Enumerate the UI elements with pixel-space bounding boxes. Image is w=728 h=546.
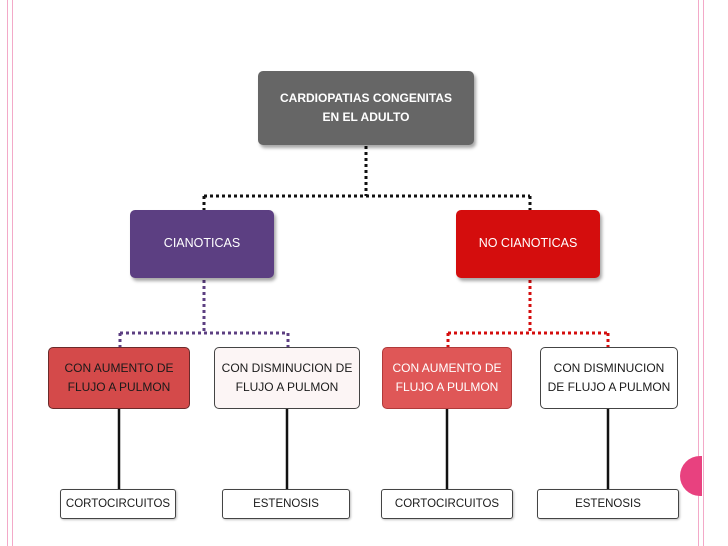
node-line: CON DISMINUCION DE bbox=[221, 361, 353, 376]
leaf-cortocircuitos-cian: CORTOCIRCUITOS bbox=[60, 489, 176, 519]
leaf-estenosis-nocian: ESTENOSIS bbox=[537, 489, 679, 519]
node-nocian-aumento-flujo: CON AUMENTO DE FLUJO A PULMON bbox=[382, 347, 512, 409]
node-line: FLUJO A PULMON bbox=[67, 380, 171, 394]
node-root: CARDIOPATIAS CONGENITAS EN EL ADULTO bbox=[258, 71, 474, 145]
node-cian-aumento-flujo: CON AUMENTO DE FLUJO A PULMON bbox=[48, 347, 190, 409]
node-root-line2: EN EL ADULTO bbox=[322, 110, 410, 124]
node-root-line1: CARDIOPATIAS CONGENITAS bbox=[279, 91, 452, 106]
node-line: CON AUMENTO DE bbox=[392, 361, 502, 376]
node-line: FLUJO A PULMON bbox=[395, 380, 499, 394]
leaf-cortocircuitos-nocian: CORTOCIRCUITOS bbox=[381, 489, 513, 519]
node-nocian-disminucion-flujo: CON DISMINUCION DE FLUJO A PULMON bbox=[540, 347, 678, 409]
node-line: CON DISMINUCION bbox=[553, 361, 665, 376]
node-line: FLUJO A PULMON bbox=[235, 380, 339, 394]
slide-accent-tab bbox=[680, 456, 702, 496]
slide-frame-left-border bbox=[7, 0, 13, 546]
node-line: CON AUMENTO DE bbox=[64, 361, 174, 376]
slide-frame-right-border bbox=[698, 0, 704, 546]
node-line: DE FLUJO A PULMON bbox=[547, 380, 671, 394]
leaf-estenosis-cian: ESTENOSIS bbox=[222, 489, 350, 519]
node-cianoticas-label: CIANOTICAS bbox=[163, 236, 241, 251]
node-no-cianoticas: NO CIANOTICAS bbox=[456, 210, 600, 278]
node-cian-disminucion-flujo: CON DISMINUCION DE FLUJO A PULMON bbox=[214, 347, 360, 409]
node-cianoticas: CIANOTICAS bbox=[130, 210, 274, 278]
node-no-cianoticas-label: NO CIANOTICAS bbox=[478, 236, 578, 251]
